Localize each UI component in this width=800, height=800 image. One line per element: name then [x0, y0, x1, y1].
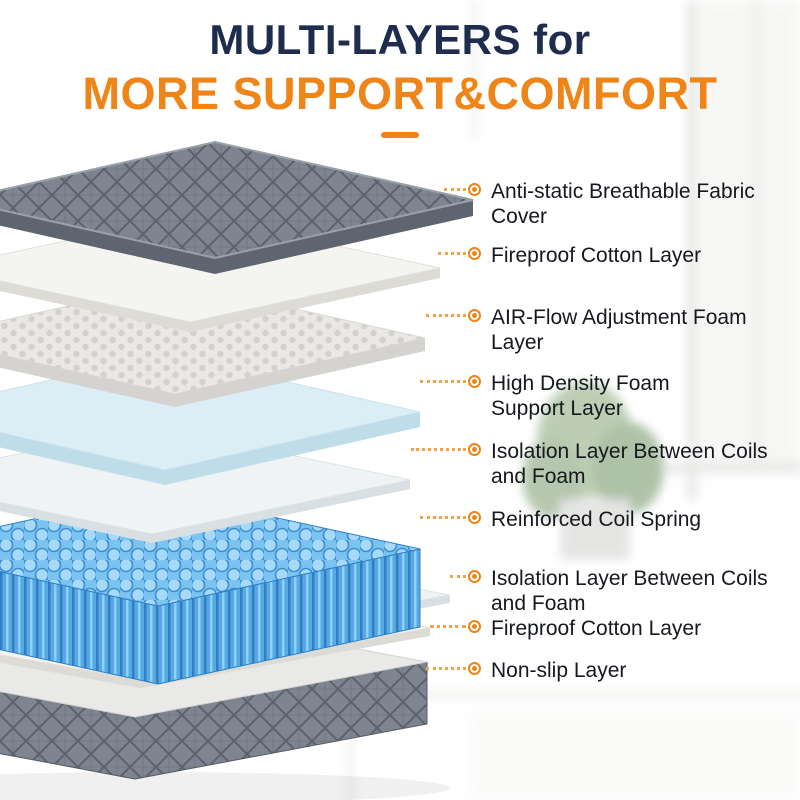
layer-label-text: High Density Foam Support Layer	[491, 372, 670, 420]
target-icon	[468, 570, 481, 583]
target-icon	[468, 620, 481, 633]
label-fireproof-cotton-top: Fireproof Cotton Layer	[438, 243, 701, 268]
target-icon	[468, 183, 481, 196]
label-fabric-cover: Anti-static Breathable Fabric Cover	[444, 179, 776, 229]
label-density-foam: High Density Foam Support Layer	[420, 371, 691, 421]
mattress-layers	[0, 140, 474, 800]
leader-line	[411, 448, 466, 451]
leader-line	[426, 667, 466, 670]
label-isolation-bottom: Isolation Layer Between Coils and Foam	[450, 566, 776, 616]
target-icon	[468, 662, 481, 675]
leader-line	[444, 188, 466, 191]
leader-line	[426, 314, 466, 317]
target-icon	[468, 443, 481, 456]
leader-line	[450, 575, 466, 578]
layer-label-text: Reinforced Coil Spring	[491, 508, 702, 531]
bed-platform	[346, 691, 800, 800]
header: MULTI-LAYERS for MORE SUPPORT&COMFORT	[0, 16, 800, 138]
label-isolation-top: Isolation Layer Between Coils and Foam	[411, 439, 776, 489]
target-icon	[468, 375, 481, 388]
target-icon	[468, 309, 481, 322]
layer-label-text: Non-slip Layer	[491, 659, 627, 682]
layer-fabric-cover-graphic	[0, 140, 474, 274]
ground-shadow	[0, 772, 450, 800]
leader-line	[430, 625, 466, 628]
layer-label-text: Fireproof Cotton Layer	[491, 617, 702, 640]
layer-label-text: Isolation Layer Between Coils and Foam	[491, 567, 768, 615]
title-underline	[381, 132, 419, 138]
title-line-2: MORE SUPPORT&COMFORT	[82, 68, 718, 119]
layer-label-text: AIR-Flow Adjustment Foam Layer	[491, 306, 747, 354]
layer-label-text: Anti-static Breathable Fabric Cover	[491, 180, 755, 228]
target-icon	[468, 247, 481, 260]
leader-line	[438, 252, 466, 255]
layer-label-text: Isolation Layer Between Coils and Foam	[491, 440, 768, 488]
label-non-slip: Non-slip Layer	[426, 658, 626, 683]
leader-line	[420, 380, 466, 383]
title-line-1: MULTI-LAYERS for	[209, 16, 591, 63]
label-airflow-foam: AIR-Flow Adjustment Foam Layer	[426, 305, 776, 355]
layer-label-text: Fireproof Cotton Layer	[491, 244, 702, 267]
bedroom-background	[346, 0, 800, 800]
target-icon	[468, 511, 481, 524]
label-fireproof-cotton-bottom: Fireproof Cotton Layer	[430, 616, 701, 641]
leader-line	[420, 516, 466, 519]
plant	[522, 382, 664, 560]
label-coil-spring: Reinforced Coil Spring	[420, 507, 701, 532]
